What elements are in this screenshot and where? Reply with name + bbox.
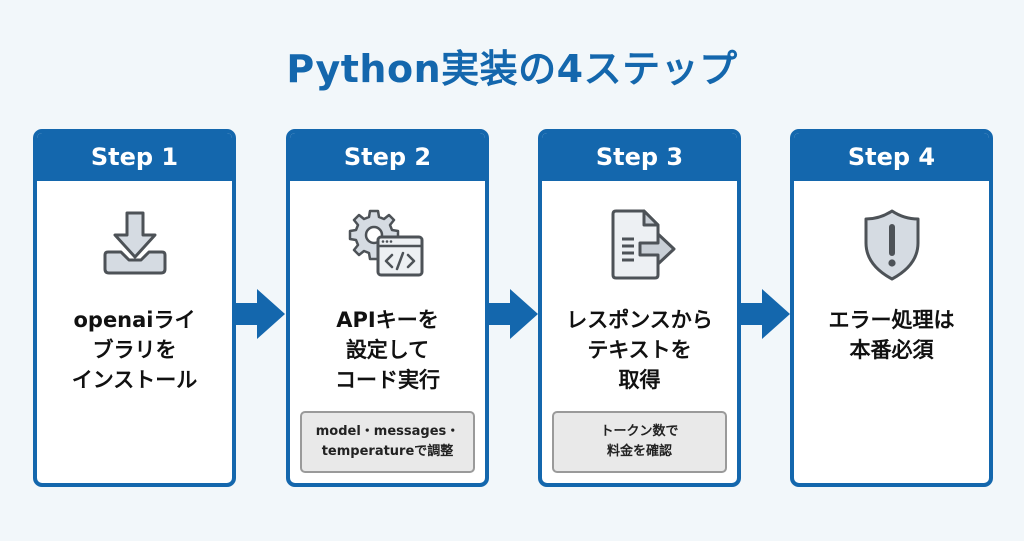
note-line: temperatureで調整 bbox=[321, 444, 454, 459]
description-line: 取得 bbox=[618, 368, 661, 392]
page-title: Python実装の4ステップ bbox=[286, 47, 738, 91]
arrow-right-icon bbox=[740, 287, 792, 341]
note-line: トークン数で bbox=[600, 424, 679, 439]
gear-code-window-icon bbox=[348, 205, 428, 285]
description-line: レスポンスから bbox=[566, 308, 713, 332]
description-line: APIキーを bbox=[336, 308, 439, 332]
step-description: エラー処理は 本番必須 bbox=[800, 305, 983, 365]
note-line: model・messages・ bbox=[315, 424, 460, 439]
step-card-3: Step 3 レスポンスから テキストを 取得 トークン数で 料金を確認 bbox=[538, 129, 741, 487]
step-description: APIキーを 設定して コード実行 bbox=[296, 305, 479, 395]
description-line: コード実行 bbox=[335, 368, 440, 392]
description-line: ブラリを bbox=[92, 338, 177, 362]
step-header: Step 2 bbox=[290, 133, 485, 181]
download-tray-icon bbox=[95, 205, 175, 285]
note-line: 料金を確認 bbox=[606, 444, 672, 459]
step-note: トークン数で 料金を確認 bbox=[552, 411, 727, 473]
description-line: テキストを bbox=[587, 338, 692, 362]
shield-warning-icon bbox=[852, 205, 932, 285]
step-card-2: Step 2 APIキーを 設定して コード実行 model・messages・… bbox=[286, 129, 489, 487]
step-note: model・messages・ temperatureで調整 bbox=[300, 411, 475, 473]
step-card-1: Step 1 openaiライ ブラリを インストール bbox=[33, 129, 236, 487]
step-card-4: Step 4 エラー処理は 本番必須 bbox=[790, 129, 993, 487]
step-header: Step 1 bbox=[37, 133, 232, 181]
step-header: Step 4 bbox=[794, 133, 989, 181]
step-header: Step 3 bbox=[542, 133, 737, 181]
description-line: 本番必須 bbox=[849, 338, 934, 362]
description-line: 設定して bbox=[345, 338, 430, 362]
document-export-icon bbox=[600, 205, 680, 285]
arrow-right-icon bbox=[488, 287, 540, 341]
description-line: インストール bbox=[71, 368, 198, 392]
description-line: エラー処理は bbox=[828, 308, 955, 332]
step-description: レスポンスから テキストを 取得 bbox=[548, 305, 731, 395]
arrow-right-icon bbox=[235, 287, 287, 341]
description-line: openaiライ bbox=[73, 308, 196, 332]
step-description: openaiライ ブラリを インストール bbox=[43, 305, 226, 395]
